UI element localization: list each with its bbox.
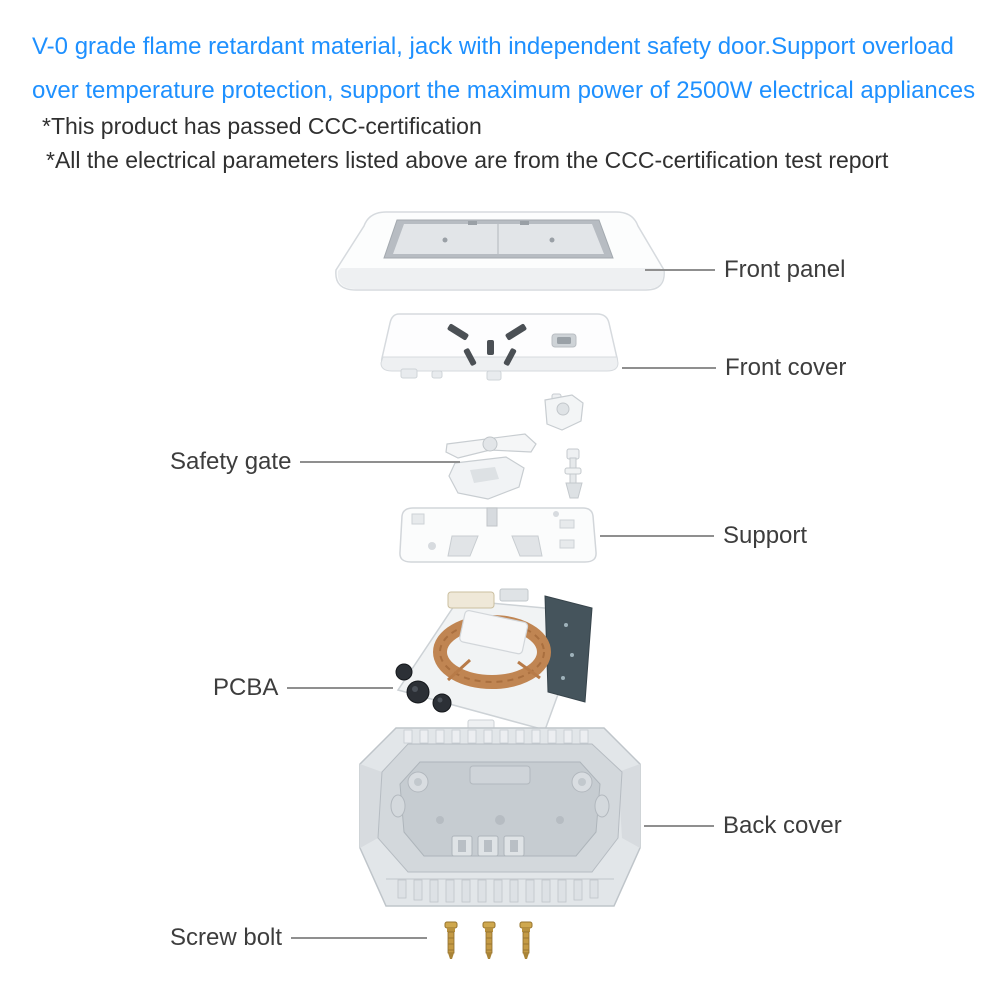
screw-bolts-part [444, 921, 533, 959]
support-part [399, 507, 597, 563]
leader-line [287, 687, 394, 689]
callout-front-panel: Front panel [645, 255, 845, 285]
label-front-panel: Front panel [724, 256, 846, 283]
front-cover-part [380, 313, 619, 381]
callout-front-cover: Front cover [622, 353, 846, 383]
note-ccc-certification: *This product has passed CCC-certificati… [42, 113, 482, 139]
ground-pin-part [564, 448, 583, 499]
safety-gate-slider-part [544, 393, 584, 431]
label-screw-bolt: Screw bolt [170, 924, 283, 951]
label-front-cover: Front cover [725, 354, 847, 381]
label-support: Support [723, 522, 808, 549]
headline-line-2: over temperature protection, support the… [32, 77, 976, 104]
safety-gate-part [445, 433, 537, 500]
callout-back-cover: Back cover [644, 811, 842, 841]
callout-support: Support [600, 521, 807, 551]
leader-line [645, 269, 715, 271]
callout-pcba: PCBA [213, 673, 394, 703]
label-pcba: PCBA [213, 674, 279, 701]
front-panel-part [335, 211, 665, 291]
leader-line [600, 535, 714, 537]
leader-line [300, 461, 461, 463]
leader-line [644, 825, 714, 827]
callout-safety-gate: Safety gate [170, 447, 461, 477]
back-cover-part [359, 727, 641, 907]
callout-screw-bolt: Screw bolt [170, 923, 428, 953]
leader-line [291, 937, 428, 939]
pcba-part [395, 588, 593, 733]
label-safety-gate: Safety gate [170, 448, 292, 475]
leader-line [622, 367, 716, 369]
note-test-report: *All the electrical parameters listed ab… [46, 147, 889, 173]
headline-line-1: V-0 grade flame retardant material, jack… [32, 33, 954, 60]
label-back-cover: Back cover [723, 812, 842, 839]
